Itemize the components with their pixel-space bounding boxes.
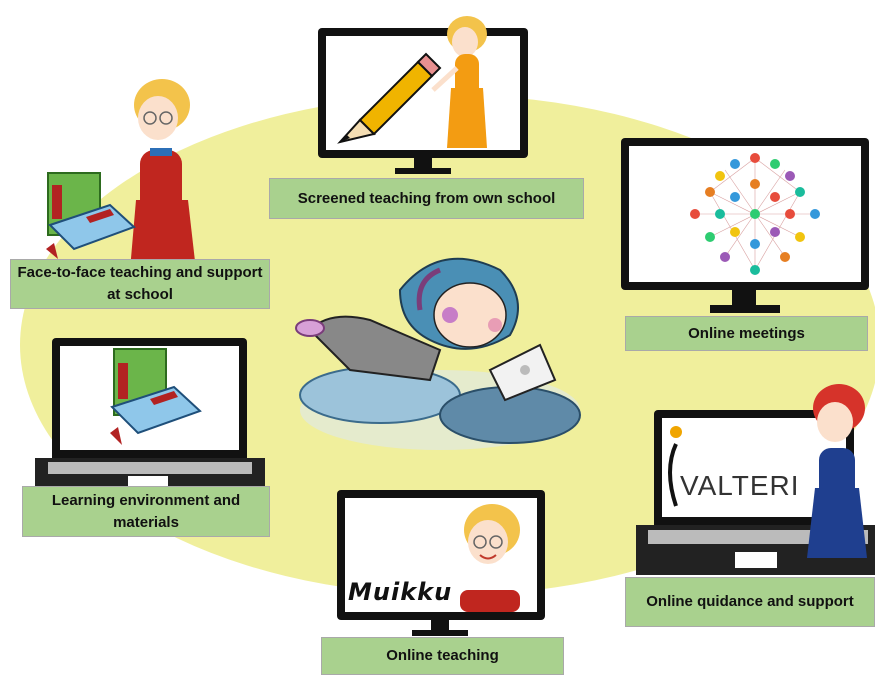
monitor-foot xyxy=(412,630,468,636)
teacher-blonde-icon xyxy=(431,16,487,148)
muikku-logo: Muikku xyxy=(348,578,453,606)
books-icon xyxy=(110,348,202,445)
label-online-guidance: Online quidance and support xyxy=(625,577,875,627)
pencil-icon xyxy=(337,52,442,144)
label-screened-teaching: Screened teaching from own school xyxy=(269,178,584,219)
monitor-foot xyxy=(710,305,780,313)
people-network-icon xyxy=(690,153,820,275)
label-online-meetings: Online meetings xyxy=(625,316,868,351)
label-online-teaching: Online teaching xyxy=(321,637,564,675)
label-learning-environment: Learning environment and materials xyxy=(22,486,270,537)
teacher-blonde-icon xyxy=(460,504,520,612)
student-with-laptop-icon xyxy=(295,257,581,450)
teacher-redhair-blonde-icon xyxy=(130,79,196,270)
laptop-touchpad xyxy=(735,552,777,568)
monitor-screened xyxy=(318,28,528,158)
laptop-keyboard xyxy=(48,462,252,474)
teacher-redhead-icon xyxy=(807,384,867,558)
monitor-foot xyxy=(395,168,451,174)
laptop-touchpad xyxy=(128,476,168,488)
valteri-logo: VALTERI xyxy=(680,470,800,501)
books-icon xyxy=(46,172,136,259)
label-face-to-face: Face-to-face teaching and support at sch… xyxy=(10,259,270,309)
monitor-stand xyxy=(431,620,449,632)
valteri-logo-mark xyxy=(668,426,682,507)
